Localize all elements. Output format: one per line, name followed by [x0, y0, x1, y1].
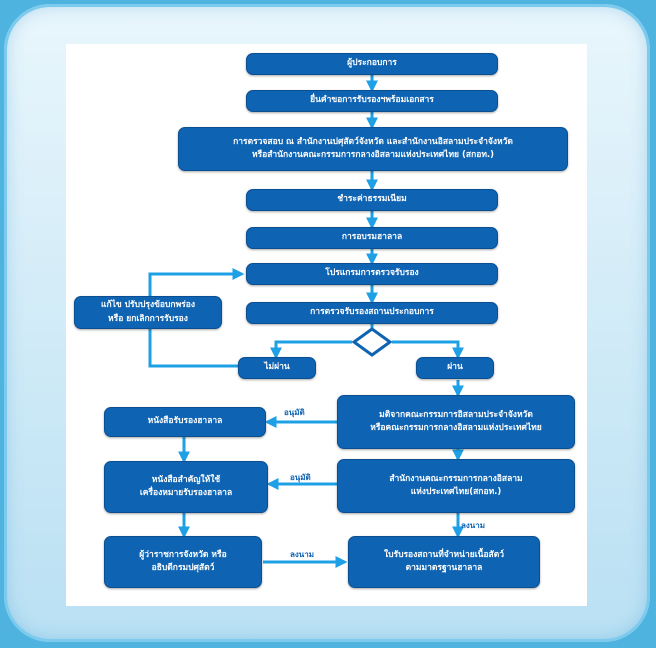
step-premises-check-label: การตรวจรับรองสถานประกอบการ [310, 307, 434, 318]
step-committee-line1: มติจากคณะกรรมการอิสลามประจำจังหวัด [379, 409, 533, 420]
step-submit-request: ยื่นคำขอการรับรองฯพร้อมเอกสาร [246, 90, 498, 112]
step-operator-label: ผู้ประกอบการ [347, 58, 397, 69]
step-cicot-office: สำนักงานคณะกรรมการกลางอิสลาม แห่งประเทศไ… [337, 459, 575, 513]
edge-label-approve-1: อนุมัติ [284, 408, 305, 417]
result-pass: ผ่าน [416, 357, 494, 379]
step-cicot-office-line2: แห่งประเทศไทย(สกอท.) [410, 487, 502, 497]
step-halal-certificate: หนังสือรับรองฮาลาล [104, 407, 266, 437]
step-committee-line2: หรือคณะกรรมการกลางอิสลามแห่งประเทศไทย [370, 423, 542, 433]
step-submit-label: ยื่นคำขอการรับรองฯพร้อมเอกสาร [310, 95, 434, 106]
step-premises-check: การตรวจรับรองสถานประกอบการ [246, 302, 498, 324]
step-committee-resolution: มติจากคณะกรรมการอิสลามประจำจังหวัด หรือค… [337, 395, 575, 449]
step-inspection-line2: หรือสำนักงานคณะกรรมการกลางอิสลามแห่งประเ… [251, 150, 495, 160]
edge-label-sign-2: ลงนาม [290, 550, 315, 559]
step-pay-fee: ชำระค่าธรรมเนียม [246, 189, 498, 211]
step-permit-line2: เครื่องหมายรับรองฮาลาล [139, 488, 233, 498]
step-certification-program: โปรแกรมการตรวจรับรอง [246, 263, 498, 285]
result-fail-label: ไม่ผ่าน [264, 362, 290, 373]
step-cicot-office-line1: สำนักงานคณะกรรมการกลางอิสลาม [389, 473, 523, 484]
step-fix-line1: แก้ไข ปรับปรุงข้อบกพร่อง [100, 300, 196, 311]
step-halal-certificate-label: หนังสือรับรองฮาลาล [147, 416, 223, 427]
step-inspection-line1: การตรวจสอบ ณ สำนักงานปศุสัตว์จังหวัด และ… [233, 136, 513, 147]
step-operator: ผู้ประกอบการ [246, 53, 498, 75]
step-fix-line2: หรือ ยกเลิกการรับรอง [108, 313, 188, 324]
step-inspection: การตรวจสอบ ณ สำนักงานปศุสัตว์จังหวัด และ… [178, 127, 568, 171]
step-pay-fee-label: ชำระค่าธรรมเนียม [337, 194, 407, 205]
step-governor-or-director: ผู้ว่าราชการจังหวัด หรือ อธิบดีกรมปศุสัต… [104, 536, 262, 588]
step-meat-shop-license: ใบรับรองสถานที่จำหน่ายเนื้อสัตว์ ตามมาตร… [348, 536, 540, 588]
edge-label-approve-2: อนุมัติ [290, 473, 311, 482]
edge-label-sign-1: ลงนาม [461, 521, 486, 530]
decision-diamond [351, 327, 393, 357]
step-fix-or-cancel: แก้ไข ปรับปรุงข้อบกพร่อง หรือ ยกเลิกการร… [74, 296, 222, 329]
step-governor-line1: ผู้ว่าราชการจังหวัด หรือ [139, 549, 227, 560]
step-halal-training-label: การอบรมฮาลาล [341, 232, 403, 243]
arrow-decision-pass [392, 340, 464, 360]
step-license-line2: ตามมาตรฐานฮาลาล [405, 563, 483, 573]
step-governor-line2: อธิบดีกรมปศุสัตว์ [151, 563, 215, 573]
arrow-decision-fail [270, 340, 352, 360]
step-license-line1: ใบรับรองสถานที่จำหน่ายเนื้อสัตว์ [383, 549, 505, 560]
step-halal-mark-permit: หนังสือสำคัญให้ใช้ เครื่องหมายรับรองฮาลา… [104, 461, 268, 513]
result-pass-label: ผ่าน [447, 362, 463, 373]
flowchart-canvas: ผู้ประกอบการ ยื่นคำขอการรับรองฯพร้อมเอกส… [66, 44, 587, 606]
step-certification-program-label: โปรแกรมการตรวจรับรอง [325, 268, 419, 279]
connectors [148, 75, 464, 568]
step-halal-training: การอบรมฮาลาล [246, 227, 498, 249]
result-fail: ไม่ผ่าน [238, 357, 316, 379]
step-permit-line1: หนังสือสำคัญให้ใช้ [151, 474, 221, 485]
arrow-fix-program [148, 268, 245, 296]
